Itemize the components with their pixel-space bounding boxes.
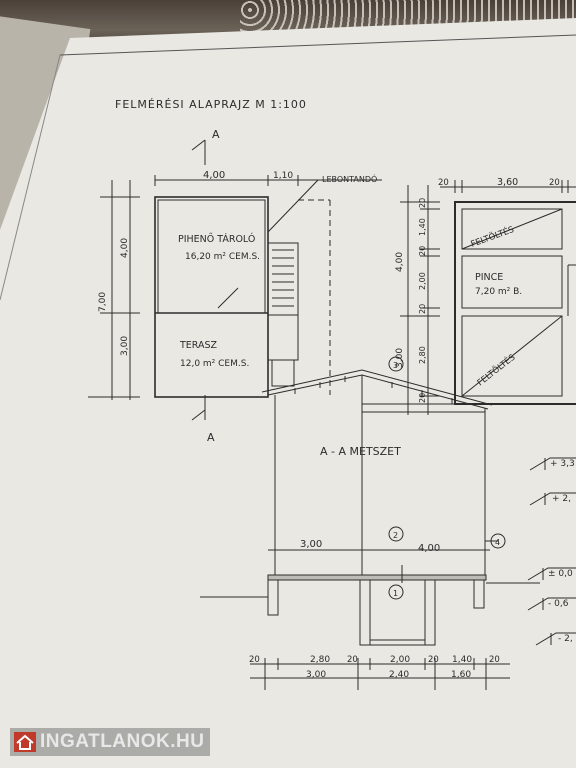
level-1: + 3,3 bbox=[550, 459, 575, 469]
bottom-total-3: 1,60 bbox=[451, 670, 471, 680]
sheet-border-line bbox=[59, 34, 576, 56]
house-icon bbox=[14, 732, 36, 752]
plan-left bbox=[88, 139, 382, 421]
bottom-dim-4: 2,00 bbox=[390, 655, 410, 665]
bottom-dim-3: 20 bbox=[347, 655, 358, 665]
bottom-dim-1: 20 bbox=[249, 655, 260, 665]
dim-right-top-right: 20 bbox=[549, 178, 560, 188]
marker-2: 2 bbox=[393, 531, 398, 540]
dim-vert-upper: 4,00 bbox=[120, 238, 130, 258]
marker-4: 4 bbox=[495, 538, 500, 547]
room-pihenotarolo-name: PIHENŐ TÁROLÓ bbox=[178, 233, 255, 245]
dim-seg-7: 20 bbox=[418, 393, 427, 403]
sheet-fold-line bbox=[0, 54, 61, 301]
plan-left-labels: 4,00 1,10 LEBONTANDÓ PIHENŐ TÁROLÓ 16,20… bbox=[98, 128, 377, 444]
marker-1: 1 bbox=[393, 589, 398, 598]
section-marker-top: A bbox=[212, 128, 220, 141]
section-marker-bottom: A bbox=[207, 431, 215, 444]
bottom-dim-2: 2,80 bbox=[310, 655, 330, 665]
bottom-dim-6: 1,40 bbox=[452, 655, 472, 665]
room-terasz-area: 12,0 m² CEM.S. bbox=[180, 359, 249, 369]
dim-right-top-left: 20 bbox=[438, 178, 449, 188]
marker-3: 3 bbox=[393, 361, 398, 370]
dim-vert-lower: 3,00 bbox=[120, 336, 130, 356]
section-span-right: 4,00 bbox=[418, 543, 440, 554]
room-pihenotarolo-area: 16,20 m² CEM.S. bbox=[185, 252, 260, 262]
bottom-total-1: 3,00 bbox=[306, 670, 326, 680]
bottom-dim-7: 20 bbox=[489, 655, 500, 665]
level-2: + 2, bbox=[552, 494, 571, 504]
dim-seg-3: 20 bbox=[418, 246, 427, 256]
watermark: INGATLANOK.HU bbox=[10, 728, 211, 756]
dim-seg-1: 20 bbox=[418, 198, 427, 208]
section-labels: 3,00 4,00 1 2 3 4 20 2,80 20 2,00 20 1,4… bbox=[249, 361, 575, 680]
watermark-text: INGATLANOK.HU bbox=[40, 731, 205, 752]
drawing-title: FELMÉRÉSI ALAPRAJZ M 1:100 bbox=[115, 98, 307, 111]
room-pince-name: PINCE bbox=[475, 272, 503, 283]
dim-seg-4: 2,00 bbox=[418, 272, 427, 290]
room-pince-area: 7,20 m² B. bbox=[475, 287, 522, 297]
dim-seg-2: 1,40 bbox=[418, 218, 427, 236]
dim-seg-6: 2,80 bbox=[418, 346, 427, 364]
dim-vert-total: 7,00 bbox=[98, 292, 108, 312]
level-5: - 2, bbox=[558, 634, 573, 644]
demolish-label: LEBONTANDÓ bbox=[322, 173, 377, 184]
plan-right bbox=[400, 180, 576, 415]
level-4: - 0,6 bbox=[548, 599, 569, 609]
section-drawing bbox=[200, 356, 576, 690]
dim-top-4-00: 4,00 bbox=[203, 170, 225, 181]
bottom-dim-5: 20 bbox=[428, 655, 439, 665]
dim-seg-5: 20 bbox=[418, 304, 427, 314]
level-3: ± 0,0 bbox=[548, 569, 573, 579]
room-terasz-name: TERASZ bbox=[179, 340, 218, 351]
dim-top-1-10: 1,10 bbox=[273, 171, 293, 181]
section-title: A - A METSZET bbox=[320, 445, 401, 458]
bottom-total-2: 2,40 bbox=[389, 670, 409, 680]
dim-right-vert-upper: 4,00 bbox=[395, 252, 405, 272]
section-span-left: 3,00 bbox=[300, 539, 322, 550]
dim-right-top-mid: 3,60 bbox=[497, 177, 518, 188]
